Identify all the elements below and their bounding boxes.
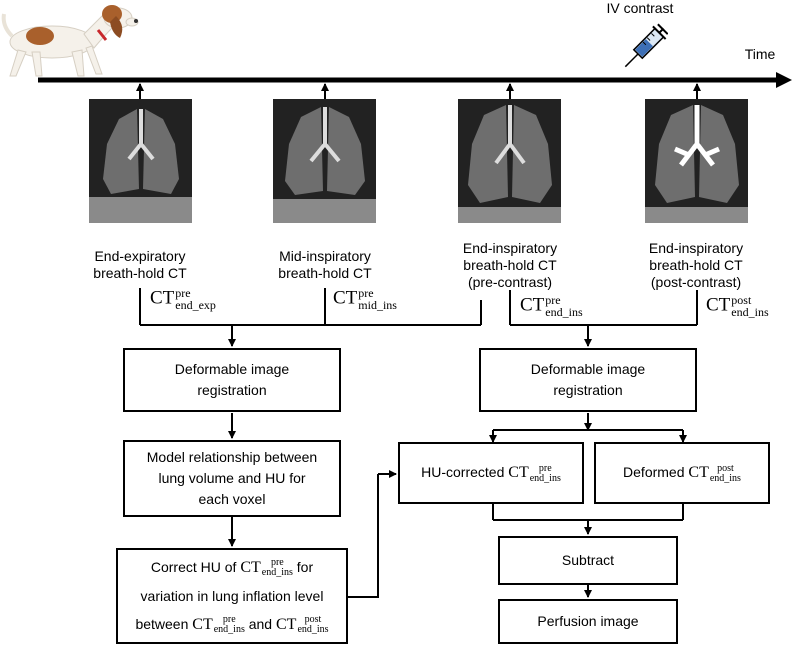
- ct-thumbnail-end-ins-pre: [458, 99, 561, 223]
- ct-thumbnail-end-exp: [89, 99, 192, 223]
- ct-thumbnail-end-ins-post: [645, 99, 748, 223]
- ct-thumbnail-mid-ins: [273, 99, 376, 223]
- time-label: Time: [744, 46, 776, 62]
- box-subtract: Subtract: [498, 536, 678, 585]
- iv-contrast-label: IV contrast: [606, 0, 674, 16]
- syringe-icon: [624, 23, 668, 68]
- box-perfusion-image: Perfusion image: [498, 599, 678, 644]
- dog-illustration: [1, 5, 139, 77]
